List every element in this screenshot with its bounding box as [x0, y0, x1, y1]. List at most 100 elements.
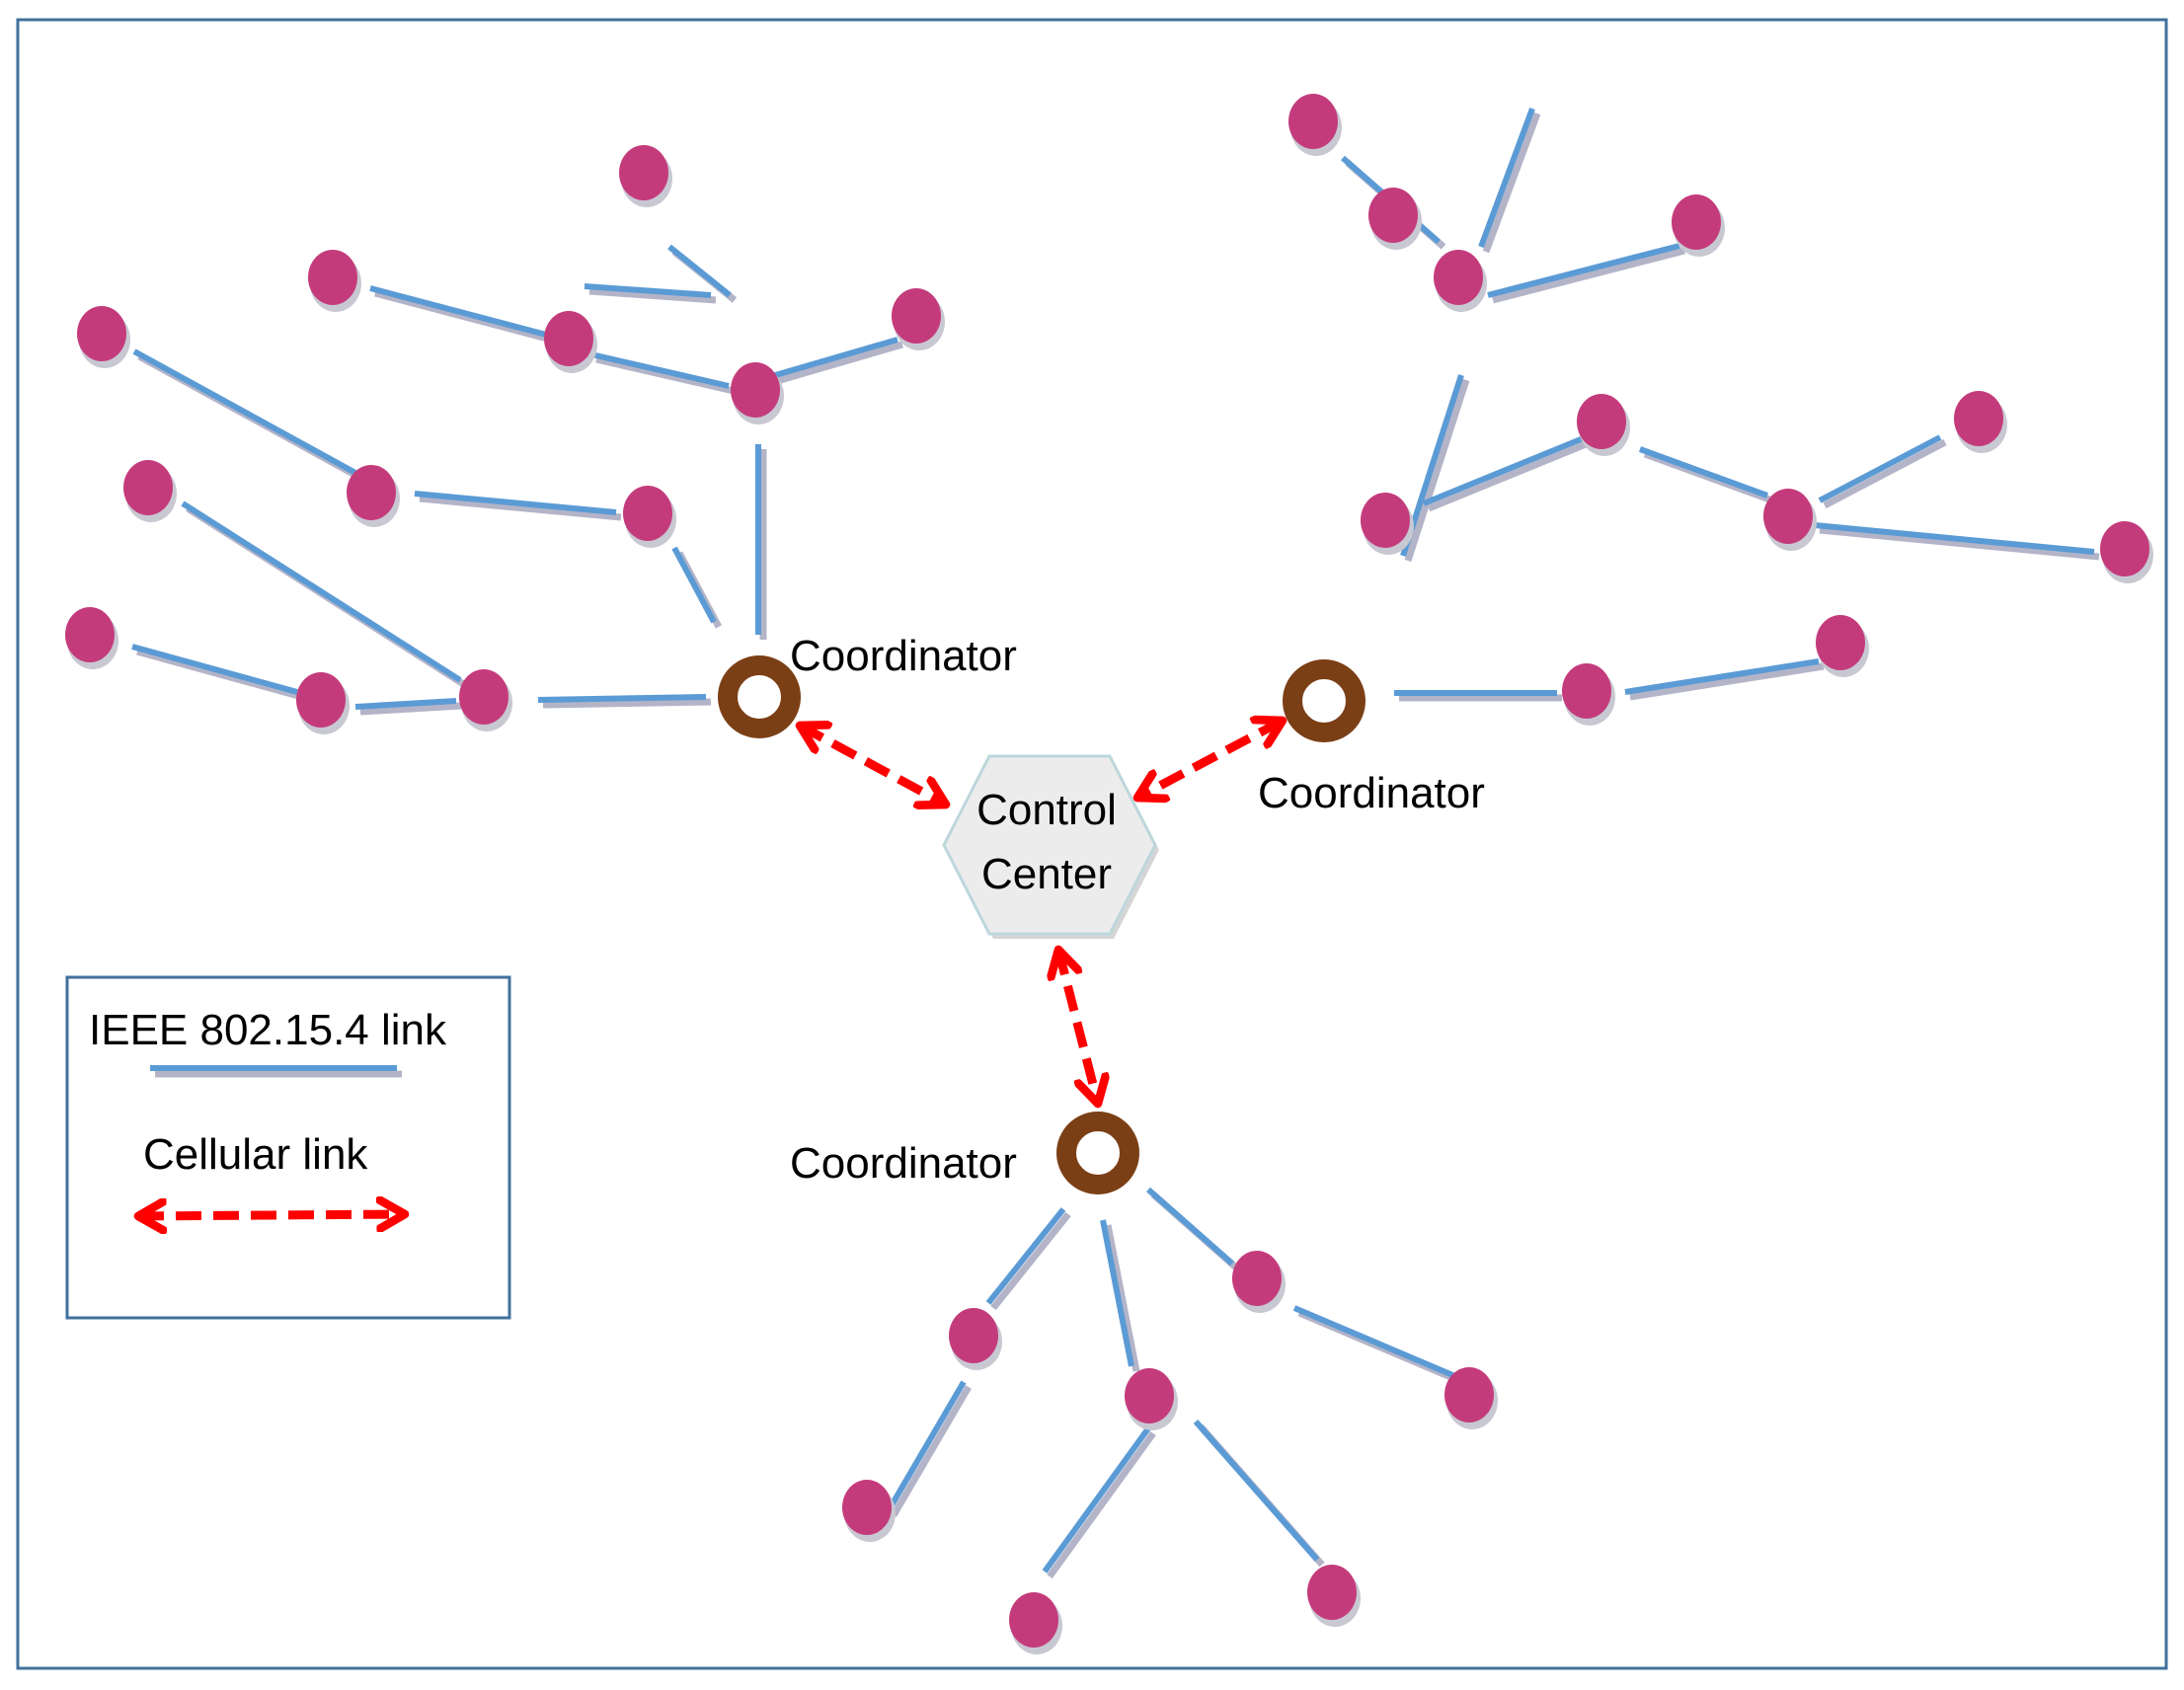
end-node-circle [842, 1480, 892, 1535]
cellular-link [800, 726, 946, 805]
ieee-link-shadow [990, 1211, 1071, 1311]
legend-cellular-label: Cellular link [143, 1130, 368, 1179]
end-node-circle [1288, 94, 1338, 149]
end-node-circle [731, 362, 780, 418]
cellular-link [1058, 950, 1098, 1104]
ieee-link [1146, 1187, 1234, 1267]
end-node-icon [1125, 1368, 1178, 1430]
ieee-link [181, 500, 462, 683]
end-node-circle [1368, 188, 1418, 243]
ieee-link-shadow [1819, 526, 2100, 561]
ieee-link-shadow [542, 698, 712, 709]
end-node-circle [1009, 1592, 1058, 1648]
ieee-link-shadow [776, 341, 903, 385]
end-node-circle [77, 306, 126, 361]
end-node-icon [65, 607, 118, 669]
end-node-circle [1307, 1565, 1357, 1620]
end-node-icon [1954, 391, 2007, 453]
ieee-link [1638, 446, 1769, 499]
end-node-icon [1009, 1592, 1062, 1654]
end-node-icon [308, 250, 361, 312]
coordinator-ring [1056, 1112, 1139, 1194]
end-node-icon [1763, 489, 1817, 551]
end-node-circle [1577, 394, 1626, 449]
end-node-circle [892, 288, 941, 344]
end-node-circle [123, 460, 173, 515]
coordinator-label-bottom: Coordinator [790, 1139, 1017, 1188]
control-center-shape [942, 754, 1157, 936]
end-node-circle [619, 145, 668, 200]
ieee-link [1624, 658, 1820, 695]
end-node-icon [1361, 493, 1414, 555]
end-node-circle [544, 311, 593, 366]
coordinator-icon [1283, 659, 1365, 742]
end-node-circle [65, 607, 115, 662]
ieee-link-shadow [1823, 438, 1947, 509]
coordinator-ring [718, 655, 801, 738]
end-node-circle [459, 669, 508, 725]
end-node-icon [1368, 188, 1422, 250]
end-node-icon [1562, 663, 1615, 726]
end-node-circle [1672, 194, 1721, 250]
ieee-link-shadow [1047, 1430, 1156, 1579]
end-node-circle [1125, 1368, 1174, 1423]
ieee-link-shadow [1629, 662, 1825, 701]
end-node-icon [949, 1308, 1002, 1370]
ieee-link [771, 337, 898, 379]
end-node-icon [892, 288, 945, 350]
end-node-icon [1434, 250, 1487, 312]
end-node-circle [1954, 391, 2003, 446]
legend-ieee-label: IEEE 802.15.4 link [89, 1006, 447, 1054]
ieee-link [671, 546, 717, 624]
ieee-link-shadow [374, 289, 552, 344]
coordinator-ring [1283, 659, 1365, 742]
end-node-icon [77, 306, 130, 368]
end-node-circle [1816, 615, 1865, 670]
ieee-link [886, 1380, 967, 1512]
ieee-link [584, 283, 712, 298]
end-nodes-layer [65, 94, 2153, 1654]
ieee-link [1042, 1426, 1151, 1574]
end-node-icon [2100, 521, 2153, 583]
ieee-link [1487, 243, 1680, 298]
ieee-link [1193, 1420, 1320, 1562]
end-node-icon [544, 311, 597, 373]
end-node-circle [347, 465, 396, 520]
end-node-icon [296, 672, 350, 734]
end-node-circle [623, 486, 672, 541]
end-node-circle [1361, 493, 1410, 548]
end-node-circle [1444, 1367, 1494, 1422]
ieee-link [667, 244, 732, 298]
ieee-link-shadow [1492, 247, 1685, 304]
ieee-link-shadow [595, 355, 735, 395]
cellular-links-layer [800, 721, 1283, 1104]
ieee-link-shadow [1482, 112, 1541, 254]
ieee-link-shadow [1404, 378, 1470, 563]
ieee-link [1422, 434, 1588, 506]
ieee-link [1478, 107, 1535, 249]
coordinator-label-left: Coordinator [790, 632, 1017, 680]
control-center: Control Center [942, 754, 1159, 939]
ieee-link [1818, 434, 1942, 503]
coordinators-layer [718, 655, 1365, 1194]
end-node-icon [1577, 394, 1630, 456]
end-node-circle [1562, 663, 1611, 719]
ieee-link [354, 698, 457, 710]
end-node-icon [1816, 615, 1869, 677]
end-node-icon [842, 1480, 896, 1542]
end-node-circle [1232, 1251, 1282, 1306]
end-node-icon [1232, 1251, 1286, 1313]
end-node-icon [731, 362, 784, 424]
ieee-link [537, 694, 707, 703]
ieee-link-shadow [890, 1385, 973, 1517]
end-node-icon [1672, 194, 1725, 257]
ieee-link-shadow [136, 648, 303, 701]
ieee-link [132, 348, 357, 476]
end-node-circle [1763, 489, 1813, 544]
end-node-circle [308, 250, 357, 305]
end-node-icon [123, 460, 177, 522]
ieee-link [1814, 522, 2095, 555]
ieee-link [590, 351, 730, 389]
control-center-label-line1: Control [976, 786, 1117, 834]
